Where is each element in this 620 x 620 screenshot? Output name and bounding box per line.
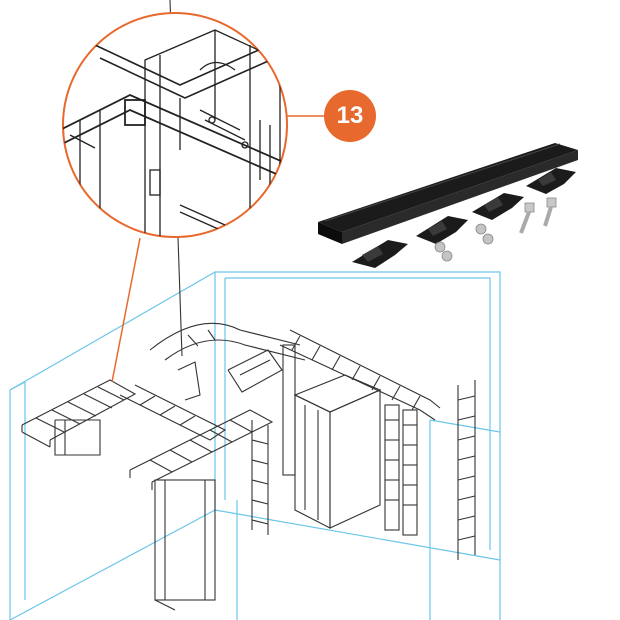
nuts-and-washers xyxy=(434,223,494,262)
bracket-3 xyxy=(472,193,524,220)
racks-and-ladders xyxy=(54,344,476,611)
bracket-4 xyxy=(526,168,576,194)
joining-bar xyxy=(318,143,578,232)
magnifier-circle xyxy=(62,12,288,238)
bracket-2 xyxy=(416,216,468,244)
callout-badge-number: 13 xyxy=(324,90,376,142)
bracket-1 xyxy=(352,240,408,268)
callout-leader xyxy=(111,237,141,383)
bolt-1 xyxy=(519,202,535,234)
magnified-detail xyxy=(63,29,287,237)
cable-ladder-tray xyxy=(21,0,441,490)
joining-bar-kit xyxy=(318,143,578,268)
bolt-2 xyxy=(543,197,557,227)
room-outline xyxy=(9,271,501,620)
